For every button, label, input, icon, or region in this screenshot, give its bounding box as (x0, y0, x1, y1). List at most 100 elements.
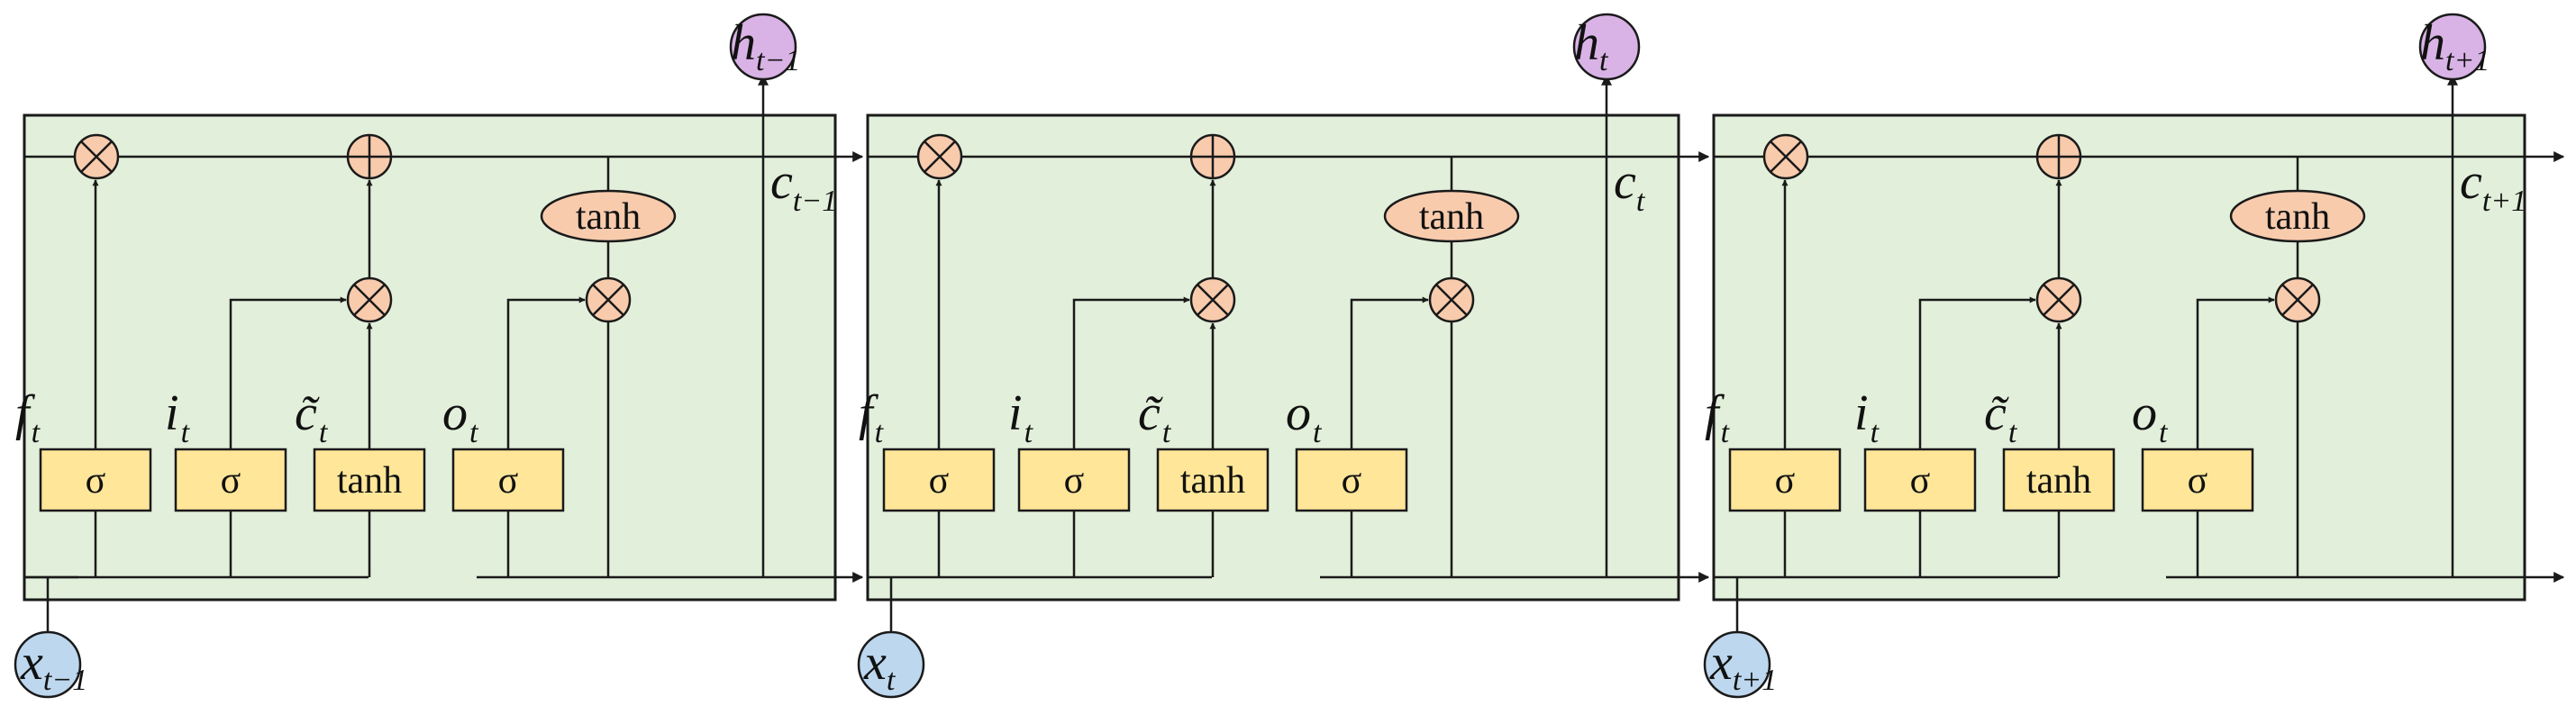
h-label: ht (1574, 15, 1609, 77)
input-multiply-op-stroke (353, 284, 386, 316)
c-label-symbol: c (770, 154, 793, 210)
input-multiply-op (2035, 276, 2082, 323)
gate-variable-1-symbol: i (1854, 385, 1869, 441)
forget-multiply-op-stroke (1770, 140, 1802, 173)
cell-box (866, 113, 1680, 602)
gate-label: σ (1910, 460, 1931, 502)
output-multiply-op (1428, 276, 1475, 323)
forget-multiply-op (73, 133, 120, 180)
x-label-symbol: x (863, 635, 887, 691)
cell-box (1712, 113, 2526, 602)
c-label-subscript: t+1 (2482, 185, 2526, 218)
h-label-subscript: t (1599, 44, 1609, 77)
gate-variable-0-subscript: t (875, 416, 885, 449)
output-gate-arrow (2196, 296, 2275, 449)
gate-label: σ (221, 460, 241, 502)
gate-box-0 (882, 448, 996, 512)
output-gate-arrow (1350, 296, 1429, 449)
x-label-subscript: t−1 (43, 664, 87, 697)
h-label-subscript: t+1 (2445, 44, 2490, 77)
gate-label: σ (1064, 460, 1085, 502)
output-gate-arrow (506, 296, 586, 449)
x-label-symbol: x (1709, 635, 1733, 691)
tanh-label: tanh (1419, 196, 1484, 238)
gate-variable-0-subscript: t (1721, 416, 1731, 449)
cell-add-op (1189, 133, 1236, 180)
gate-label: tanh (2026, 460, 2091, 502)
h-label-symbol: h (2420, 15, 2445, 71)
tanh-ellipse (1383, 189, 1520, 243)
cell-box (23, 113, 837, 602)
gate-box-2 (1156, 448, 1270, 512)
output-multiply-op-stroke (592, 284, 624, 316)
gate-variable-1-symbol: i (165, 385, 179, 441)
gate-variable-3-subscript: t (1313, 416, 1323, 449)
gate-variable-3-subscript: t (2159, 416, 2169, 449)
x-node (14, 630, 82, 699)
gate-variable-3-symbol: o (2132, 385, 2157, 441)
h-label-symbol: h (1574, 15, 1599, 71)
tanh-ellipse (540, 189, 677, 243)
h-label: ht+1 (2420, 15, 2490, 77)
tanh-ellipse (2229, 189, 2366, 243)
tanh-label: tanh (576, 196, 641, 238)
forget-multiply-op-stroke (924, 140, 956, 173)
gate-variable-2-symbol: c̃ (295, 385, 321, 441)
cell-add-op (2035, 133, 2082, 180)
cells-layer: σftσittanhc̃tσottanhht−1ct−1xt−1σftσitta… (14, 13, 2565, 699)
gate-box-3 (1295, 448, 1408, 512)
input-arrow (1918, 296, 2036, 449)
gate-variable-2: c̃t (295, 385, 329, 449)
h-label-subscript: t−1 (756, 44, 800, 77)
input-multiply-op-stroke (2043, 284, 2075, 316)
c-label-subscript: t (1636, 185, 1646, 218)
gate-label: tanh (337, 460, 402, 502)
gate-variable-3: ot (1286, 385, 1323, 449)
forget-multiply-op (1762, 133, 1809, 180)
gate-variable-1: it (1854, 385, 1880, 449)
x-label-symbol: x (20, 635, 43, 691)
x-label-subscript: t (887, 664, 897, 697)
gate-variable-3-symbol: o (442, 385, 468, 441)
c-label-symbol: c (2460, 154, 2482, 210)
x-label-subscript: t+1 (1733, 664, 1777, 697)
input-arrow (1072, 296, 1190, 449)
gate-label: σ (86, 460, 106, 502)
gate-variable-3-symbol: o (1286, 385, 1311, 441)
gate-label: σ (2188, 460, 2208, 502)
gate-box-1 (1017, 448, 1131, 512)
gate-variable-0-subscript: t (32, 416, 41, 449)
gate-variable-2-symbol: c̃ (1138, 385, 1164, 441)
h-label-symbol: h (731, 15, 756, 71)
gate-variable-3-subscript: t (469, 416, 479, 449)
gate-label: σ (1342, 460, 1362, 502)
gate-variable-3: ot (2132, 385, 2169, 449)
gate-variable-1-subscript: t (1024, 416, 1034, 449)
gate-label: σ (1775, 460, 1796, 502)
gate-variable-1-subscript: t (1871, 416, 1880, 449)
input-multiply-op (346, 276, 393, 323)
h-label: ht−1 (731, 15, 800, 77)
gate-variable-3: ot (442, 385, 479, 449)
input-multiply-op (1189, 276, 1236, 323)
c-label: ct (1614, 154, 1646, 218)
gate-variable-2-subscript: t (319, 416, 329, 449)
input-multiply-op-stroke (1197, 284, 1229, 316)
x-node (857, 630, 925, 699)
x-label: xt−1 (20, 635, 87, 697)
c-label-subscript: t−1 (793, 185, 837, 218)
c-label: ct−1 (770, 154, 837, 218)
gate-variable-2-subscript: t (1162, 416, 1172, 449)
x-label: xt+1 (1709, 635, 1777, 697)
gate-variable-1: it (1008, 385, 1034, 449)
gate-variable-1-subscript: t (181, 416, 191, 449)
forget-multiply-op (916, 133, 963, 180)
cell-add-op (346, 133, 393, 180)
gate-label: σ (498, 460, 519, 502)
h-node (1572, 13, 1641, 81)
forget-multiply-op-stroke (80, 140, 113, 173)
gate-label: σ (929, 460, 950, 502)
